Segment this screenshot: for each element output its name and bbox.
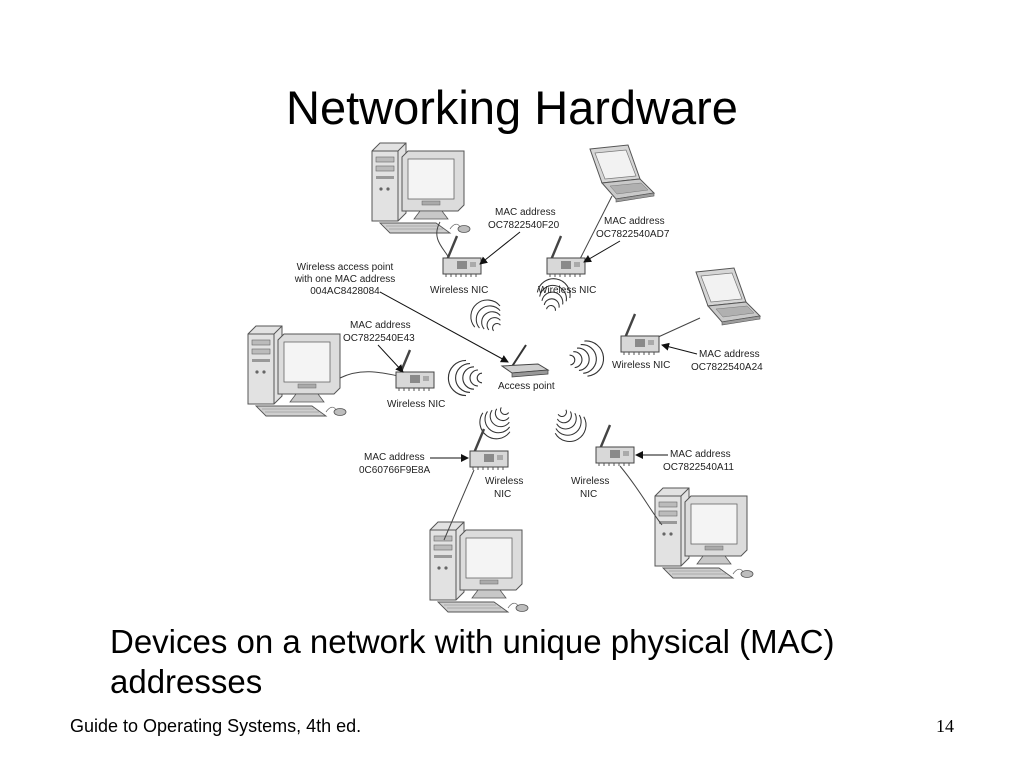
nic-cable xyxy=(443,469,475,541)
slide-title: Networking Hardware xyxy=(286,81,738,134)
wireless-nic-icon xyxy=(545,234,587,279)
nic-cable xyxy=(339,371,399,379)
wireless-nic-icon xyxy=(594,423,636,468)
mac-address: 0C60766F9E8A xyxy=(359,465,430,476)
laptop-computer-icon xyxy=(589,144,655,203)
access-point-callout-line-2: with one MAC address xyxy=(294,274,396,285)
laptop-computer-icon xyxy=(695,267,761,326)
signal-waves-top-left xyxy=(463,292,511,340)
nic-label: Wireless NIC xyxy=(612,360,670,371)
node-left-desktop: Wireless NIC MAC address OC7822540E43 xyxy=(247,320,445,417)
footer-book-title: Guide to Operating Systems, 4th ed. xyxy=(70,716,362,736)
wireless-nic-icon xyxy=(441,234,483,279)
nic-label-line-1: Wireless xyxy=(571,476,609,487)
access-point-callout-line-1: Wireless access point xyxy=(297,262,394,273)
mac-caption: MAC address xyxy=(670,449,731,460)
mac-arrow xyxy=(377,344,404,373)
nic-cable xyxy=(619,465,663,526)
access-point-callout: Wireless access point with one MAC addre… xyxy=(294,262,509,363)
desktop-computer-icon xyxy=(429,521,529,613)
mac-address: OC7822540A11 xyxy=(663,462,734,473)
nic-label: Wireless NIC xyxy=(430,285,488,296)
wireless-nic-icon xyxy=(619,312,661,357)
desktop-computer-icon xyxy=(654,487,754,579)
node-top-left-desktop: Wireless NIC MAC address OC7822540F20 xyxy=(371,142,560,296)
desktop-computer-icon xyxy=(371,142,471,234)
node-bottom-desktop: Wireless NIC MAC address 0C60766F9E8A xyxy=(359,427,529,613)
mac-address: OC7822540F20 xyxy=(488,220,560,231)
mac-caption: MAC address xyxy=(364,452,425,463)
nic-label: Wireless NIC xyxy=(538,285,596,296)
mac-arrow xyxy=(479,231,521,265)
mac-address: OC7822540A24 xyxy=(691,362,763,373)
nic-label-line-2: NIC xyxy=(580,489,597,500)
access-point-callout-arrow xyxy=(379,291,509,363)
signal-waves-bottom-right xyxy=(547,403,593,449)
signal-waves-left xyxy=(447,359,483,397)
desktop-computer-icon xyxy=(247,325,347,417)
node-top-laptop: Wireless NIC MAC address OC7822540AD7 xyxy=(538,144,670,296)
access-point-antenna xyxy=(510,344,527,369)
mac-arrow xyxy=(661,342,698,355)
nic-cable xyxy=(579,195,613,260)
node-bottom-right-desktop: Wireless NIC MAC address OC7822540A11 xyxy=(571,423,754,579)
nic-label-line-1: Wireless xyxy=(485,476,523,487)
mac-caption: MAC address xyxy=(604,216,665,227)
node-right-laptop: Wireless NIC MAC address OC7822540A24 xyxy=(612,267,763,373)
nic-label: Wireless NIC xyxy=(387,399,445,410)
access-point: Access point xyxy=(498,344,555,392)
mac-arrow xyxy=(583,240,621,263)
wireless-nic-icon xyxy=(468,427,510,472)
nic-cable xyxy=(655,317,701,339)
mac-caption: MAC address xyxy=(495,207,556,218)
signal-waves-right xyxy=(567,338,606,379)
mac-caption: MAC address xyxy=(350,320,411,331)
mac-caption: MAC address xyxy=(699,349,760,360)
wireless-signals xyxy=(447,275,606,449)
mac-address: OC7822540E43 xyxy=(343,333,415,344)
page-number: 14 xyxy=(936,716,954,736)
access-point-callout-mac: 004AC8428084 xyxy=(310,286,380,297)
slide-caption: Devices on a network with unique physica… xyxy=(110,623,835,700)
mac-address: OC7822540AD7 xyxy=(596,229,670,240)
access-point-label: Access point xyxy=(498,381,555,392)
nic-label-line-2: NIC xyxy=(494,489,511,500)
